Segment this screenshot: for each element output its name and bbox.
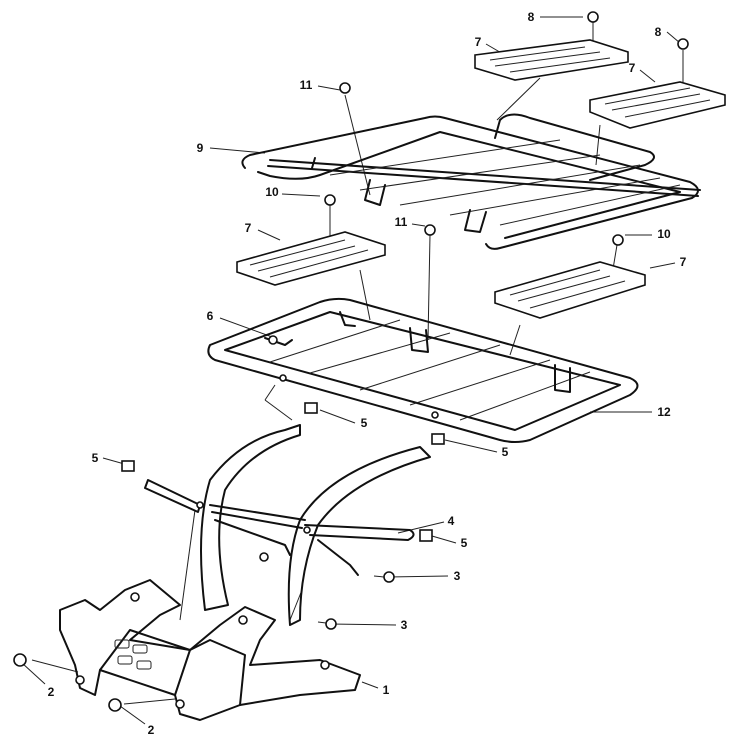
screws: [13, 552, 395, 712]
callout-5: 5: [360, 416, 368, 430]
carrier-plates: [236, 39, 726, 319]
callout-7: 7: [244, 221, 252, 235]
callout-6: 6: [206, 309, 214, 323]
callout-5: 5: [91, 451, 99, 465]
callout-10: 10: [265, 185, 279, 199]
spacers: [121, 402, 445, 542]
callout-12: 12: [657, 405, 671, 419]
callout-11: 11: [299, 78, 313, 92]
callout-8: 8: [527, 10, 535, 24]
support-stays: [144, 424, 431, 626]
callout-9: 9: [196, 141, 204, 155]
callout-8: 8: [654, 25, 662, 39]
callout-2: 2: [147, 723, 155, 737]
callout-3: 3: [453, 569, 461, 583]
callout-10: 10: [657, 227, 671, 241]
callout-7: 7: [474, 35, 482, 49]
upper-rack: [241, 113, 701, 250]
callout-5: 5: [501, 445, 509, 459]
callout-1: 1: [382, 683, 390, 697]
callout-4: 4: [447, 514, 455, 528]
callout-2: 2: [47, 685, 55, 699]
leader-lines: [21, 16, 684, 725]
callout-5: 5: [460, 536, 468, 550]
callout-7: 7: [628, 61, 636, 75]
bolts: [268, 11, 689, 345]
lower-rack: [207, 297, 639, 443]
callout-7: 7: [679, 255, 687, 269]
callout-11: 11: [394, 215, 408, 229]
base-bracket: [59, 579, 361, 721]
callout-3: 3: [400, 618, 408, 632]
